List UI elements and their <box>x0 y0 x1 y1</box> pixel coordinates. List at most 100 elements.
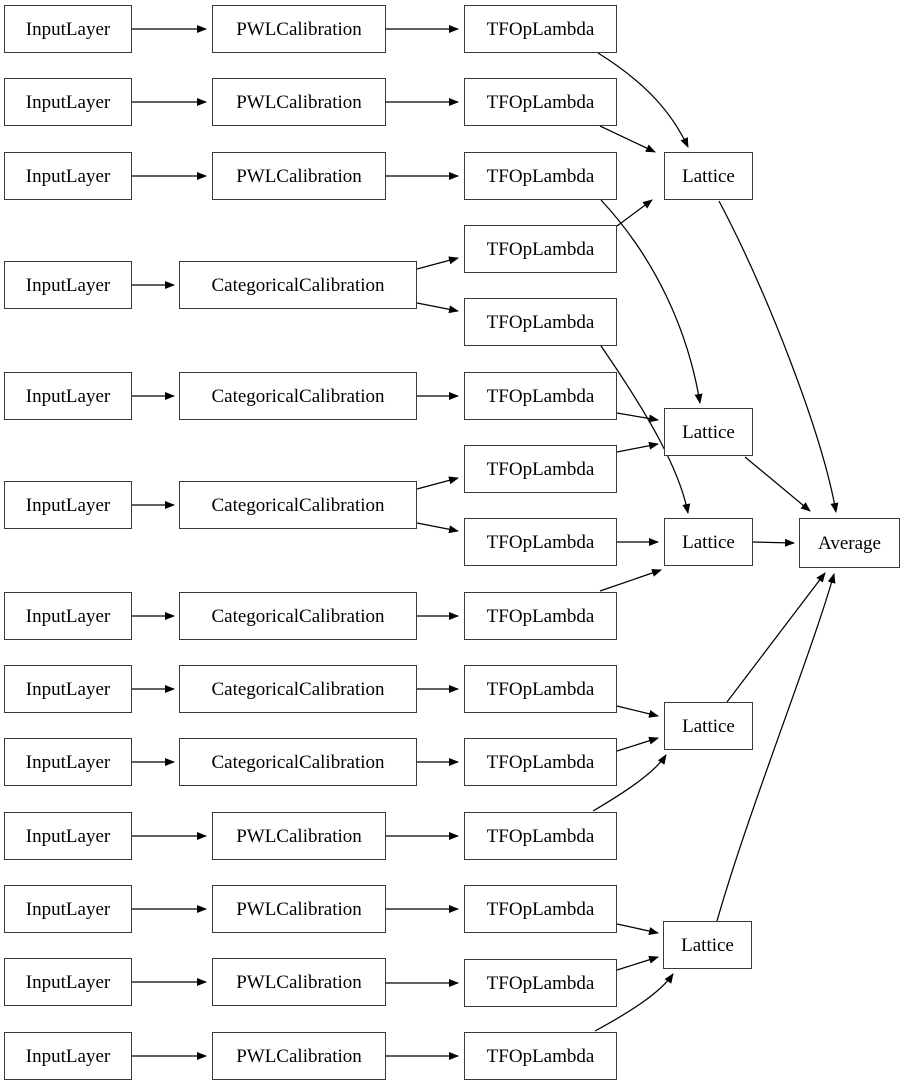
node-input-layer-4: InputLayer <box>4 261 132 309</box>
node-pwl-calibration-6: PWLCalibration <box>212 958 386 1006</box>
node-label: PWLCalibration <box>236 971 362 993</box>
node-tf-op-lambda-13: TFOpLambda <box>464 885 617 933</box>
node-input-layer-10: InputLayer <box>4 812 132 860</box>
node-input-layer-6: InputLayer <box>4 481 132 529</box>
node-tf-op-lambda-1: TFOpLambda <box>464 5 617 53</box>
node-label: CategoricalCalibration <box>211 605 385 627</box>
node-pwl-calibration-7: PWLCalibration <box>212 1032 386 1080</box>
node-input-layer-12: InputLayer <box>4 958 132 1006</box>
edge-lattice-2-to-average <box>744 456 811 512</box>
edge-tf-op-lambda-9-to-lattice-3 <box>599 569 662 592</box>
node-input-layer-2: InputLayer <box>4 78 132 126</box>
edge-tf-op-lambda-1-to-lattice-1 <box>597 52 689 148</box>
node-label: TFOpLambda <box>486 91 595 113</box>
node-label: InputLayer <box>25 385 111 407</box>
node-categorical-calibration-3: CategoricalCalibration <box>179 481 417 529</box>
node-label: InputLayer <box>25 605 111 627</box>
node-label: InputLayer <box>25 898 111 920</box>
edge-categorical-calibration-1-to-tf-op-lambda-4 <box>416 256 459 270</box>
node-label: InputLayer <box>25 165 111 187</box>
edge-tf-op-lambda-6-to-lattice-2 <box>616 412 659 423</box>
edge-lattice-1-to-average <box>718 200 839 513</box>
node-label: InputLayer <box>25 971 111 993</box>
node-label: PWLCalibration <box>236 165 362 187</box>
node-label: InputLayer <box>25 825 111 847</box>
node-label: CategoricalCalibration <box>211 678 385 700</box>
node-tf-op-lambda-3: TFOpLambda <box>464 152 617 200</box>
node-tf-op-lambda-11: TFOpLambda <box>464 738 617 786</box>
node-label: PWLCalibration <box>236 1045 362 1067</box>
edge-categorical-calibration-3-to-tf-op-lambda-7 <box>416 476 459 490</box>
edge-tf-op-lambda-15-to-lattice-5 <box>594 973 674 1032</box>
node-tf-op-lambda-6: TFOpLambda <box>464 372 617 420</box>
node-input-layer-9: InputLayer <box>4 738 132 786</box>
node-categorical-calibration-5: CategoricalCalibration <box>179 665 417 713</box>
node-label: TFOpLambda <box>486 18 595 40</box>
node-pwl-calibration-2: PWLCalibration <box>212 78 386 126</box>
node-lattice-3: Lattice <box>664 518 753 566</box>
node-tf-op-lambda-8: TFOpLambda <box>464 518 617 566</box>
node-tf-op-lambda-5: TFOpLambda <box>464 298 617 346</box>
node-tf-op-lambda-7: TFOpLambda <box>464 445 617 493</box>
node-label: InputLayer <box>25 91 111 113</box>
edge-lattice-4-to-average <box>726 572 826 703</box>
edge-tf-op-lambda-3-to-lattice-2 <box>600 199 703 404</box>
node-label: CategoricalCalibration <box>211 751 385 773</box>
node-label: TFOpLambda <box>486 678 595 700</box>
node-label: InputLayer <box>25 18 111 40</box>
node-input-layer-7: InputLayer <box>4 592 132 640</box>
node-label: InputLayer <box>25 751 111 773</box>
node-input-layer-13: InputLayer <box>4 1032 132 1080</box>
edge-tf-op-lambda-5-to-lattice-3 <box>600 345 691 514</box>
node-categorical-calibration-6: CategoricalCalibration <box>179 738 417 786</box>
node-tf-op-lambda-12: TFOpLambda <box>464 812 617 860</box>
node-label: Average <box>818 532 881 554</box>
node-label: InputLayer <box>25 494 111 516</box>
node-pwl-calibration-5: PWLCalibration <box>212 885 386 933</box>
node-label: Lattice <box>682 715 735 737</box>
node-tf-op-lambda-14: TFOpLambda <box>464 959 617 1007</box>
node-categorical-calibration-1: CategoricalCalibration <box>179 261 417 309</box>
node-tf-op-lambda-15: TFOpLambda <box>464 1032 617 1080</box>
node-label: TFOpLambda <box>486 311 595 333</box>
node-label: TFOpLambda <box>486 238 595 260</box>
edge-tf-op-lambda-13-to-lattice-5 <box>616 923 659 935</box>
edge-tf-op-lambda-7-to-lattice-2 <box>616 441 659 453</box>
node-label: TFOpLambda <box>486 825 595 847</box>
edge-categorical-calibration-1-to-tf-op-lambda-5 <box>416 302 459 314</box>
edge-categorical-calibration-3-to-tf-op-lambda-8 <box>416 522 459 534</box>
node-input-layer-5: InputLayer <box>4 372 132 420</box>
node-input-layer-11: InputLayer <box>4 885 132 933</box>
node-label: InputLayer <box>25 274 111 296</box>
node-lattice-2: Lattice <box>664 408 753 456</box>
node-lattice-1: Lattice <box>664 152 753 200</box>
edge-tf-op-lambda-14-to-lattice-5 <box>616 955 659 971</box>
node-label: Lattice <box>682 165 735 187</box>
node-categorical-calibration-2: CategoricalCalibration <box>179 372 417 420</box>
node-label: TFOpLambda <box>486 751 595 773</box>
node-label: Lattice <box>682 421 735 443</box>
node-tf-op-lambda-4: TFOpLambda <box>464 225 617 273</box>
edge-tf-op-lambda-10-to-lattice-4 <box>616 705 659 718</box>
node-label: TFOpLambda <box>486 531 595 553</box>
node-categorical-calibration-4: CategoricalCalibration <box>179 592 417 640</box>
node-label: PWLCalibration <box>236 825 362 847</box>
node-label: TFOpLambda <box>486 898 595 920</box>
node-label: PWLCalibration <box>236 898 362 920</box>
edge-tf-op-lambda-12-to-lattice-4 <box>592 754 667 812</box>
edge-lattice-3-to-average <box>752 538 795 547</box>
node-lattice-5: Lattice <box>663 921 752 969</box>
node-label: CategoricalCalibration <box>211 494 385 516</box>
node-label: TFOpLambda <box>486 972 595 994</box>
node-input-layer-3: InputLayer <box>4 152 132 200</box>
edge-lattice-5-to-average <box>716 573 836 922</box>
edge-tf-op-lambda-4-to-lattice-1 <box>616 199 653 227</box>
node-input-layer-1: InputLayer <box>4 5 132 53</box>
edge-tf-op-lambda-2-to-lattice-1 <box>599 125 656 153</box>
node-input-layer-8: InputLayer <box>4 665 132 713</box>
node-label: TFOpLambda <box>486 385 595 407</box>
node-label: Lattice <box>682 531 735 553</box>
node-label: TFOpLambda <box>486 605 595 627</box>
